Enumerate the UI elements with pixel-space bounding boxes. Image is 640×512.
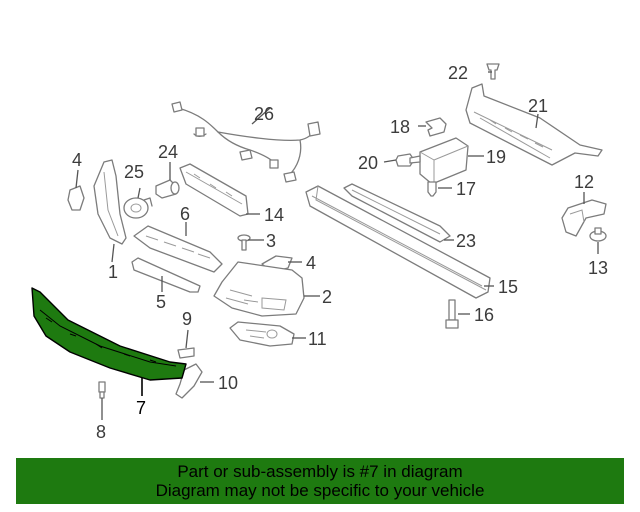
callout-22: 22 — [448, 63, 468, 83]
part-11-fog-cover — [229, 321, 295, 347]
part-2-fog-bezel — [213, 261, 305, 317]
part-21-upper-panel — [465, 83, 603, 166]
callout-2: 2 — [322, 287, 332, 307]
callout-5: 5 — [156, 292, 166, 312]
part-4-bracket-left — [67, 185, 85, 211]
part-23-absorber — [343, 183, 451, 243]
part-12-side-bracket — [561, 199, 607, 237]
part-20-bolt — [395, 153, 421, 167]
callout-15: 15 — [498, 277, 518, 297]
callout-3: 3 — [266, 231, 276, 251]
callout-1: 1 — [108, 262, 118, 282]
callout-18: 18 — [390, 117, 410, 137]
part-1-side-trim — [93, 159, 127, 245]
callout-numbers: 22 21 18 19 20 17 12 13 23 15 16 26 24 2… — [72, 63, 608, 442]
callout-6: 6 — [180, 204, 190, 224]
part-3-bolt — [237, 234, 251, 251]
callout-9: 9 — [182, 309, 192, 329]
callout-20: 20 — [358, 153, 378, 173]
callout-13: 13 — [588, 258, 608, 278]
callout-8: 8 — [96, 422, 106, 442]
callout-14: 14 — [264, 205, 284, 225]
callout-23: 23 — [456, 231, 476, 251]
part-5-grille-strip — [131, 257, 201, 293]
part-14-grille-mount — [179, 163, 249, 217]
callout-26: 26 — [254, 104, 274, 124]
callout-21: 21 — [528, 96, 548, 116]
callout-11: 11 — [308, 329, 327, 349]
callout-25: 25 — [124, 162, 144, 182]
callout-4-right: 4 — [306, 253, 316, 273]
part-7-lower-valance — [31, 287, 187, 381]
leader-lines — [75, 71, 599, 420]
callout-17: 17 — [456, 179, 476, 199]
callout-10: 10 — [218, 373, 238, 393]
part-6-lower-grille — [133, 225, 223, 273]
part-18-clip — [425, 117, 447, 137]
part-26-wiring-harness — [171, 101, 321, 183]
part-17-pin — [427, 181, 437, 197]
part-25-sensor-ring — [123, 197, 153, 219]
part-10-corner-bracket — [175, 363, 203, 399]
callout-16: 16 — [474, 305, 494, 325]
banner-line-1: Part or sub-assembly is #7 in diagram — [177, 462, 463, 481]
callout-4-left: 4 — [72, 150, 82, 170]
part-19-bracket — [419, 137, 469, 185]
banner-line-2: Diagram may not be specific to your vehi… — [155, 481, 485, 500]
callout-24: 24 — [158, 142, 178, 162]
part-9-clip — [177, 347, 195, 359]
callout-12: 12 — [574, 172, 594, 192]
part-16-bolt — [445, 299, 459, 329]
callout-19: 19 — [486, 147, 506, 167]
part-info-banner: Part or sub-assembly is #7 in diagram Di… — [16, 458, 624, 504]
part-22-clip — [486, 63, 500, 80]
part-15-impact-bar — [305, 185, 491, 299]
part-24-sensor — [155, 179, 180, 199]
parts-diagram: 22 21 18 19 20 17 12 13 23 15 16 26 24 2… — [31, 63, 608, 442]
part-8-bolt — [98, 381, 106, 399]
callout-7: 7 — [136, 398, 146, 418]
part-13-clip — [589, 227, 607, 242]
